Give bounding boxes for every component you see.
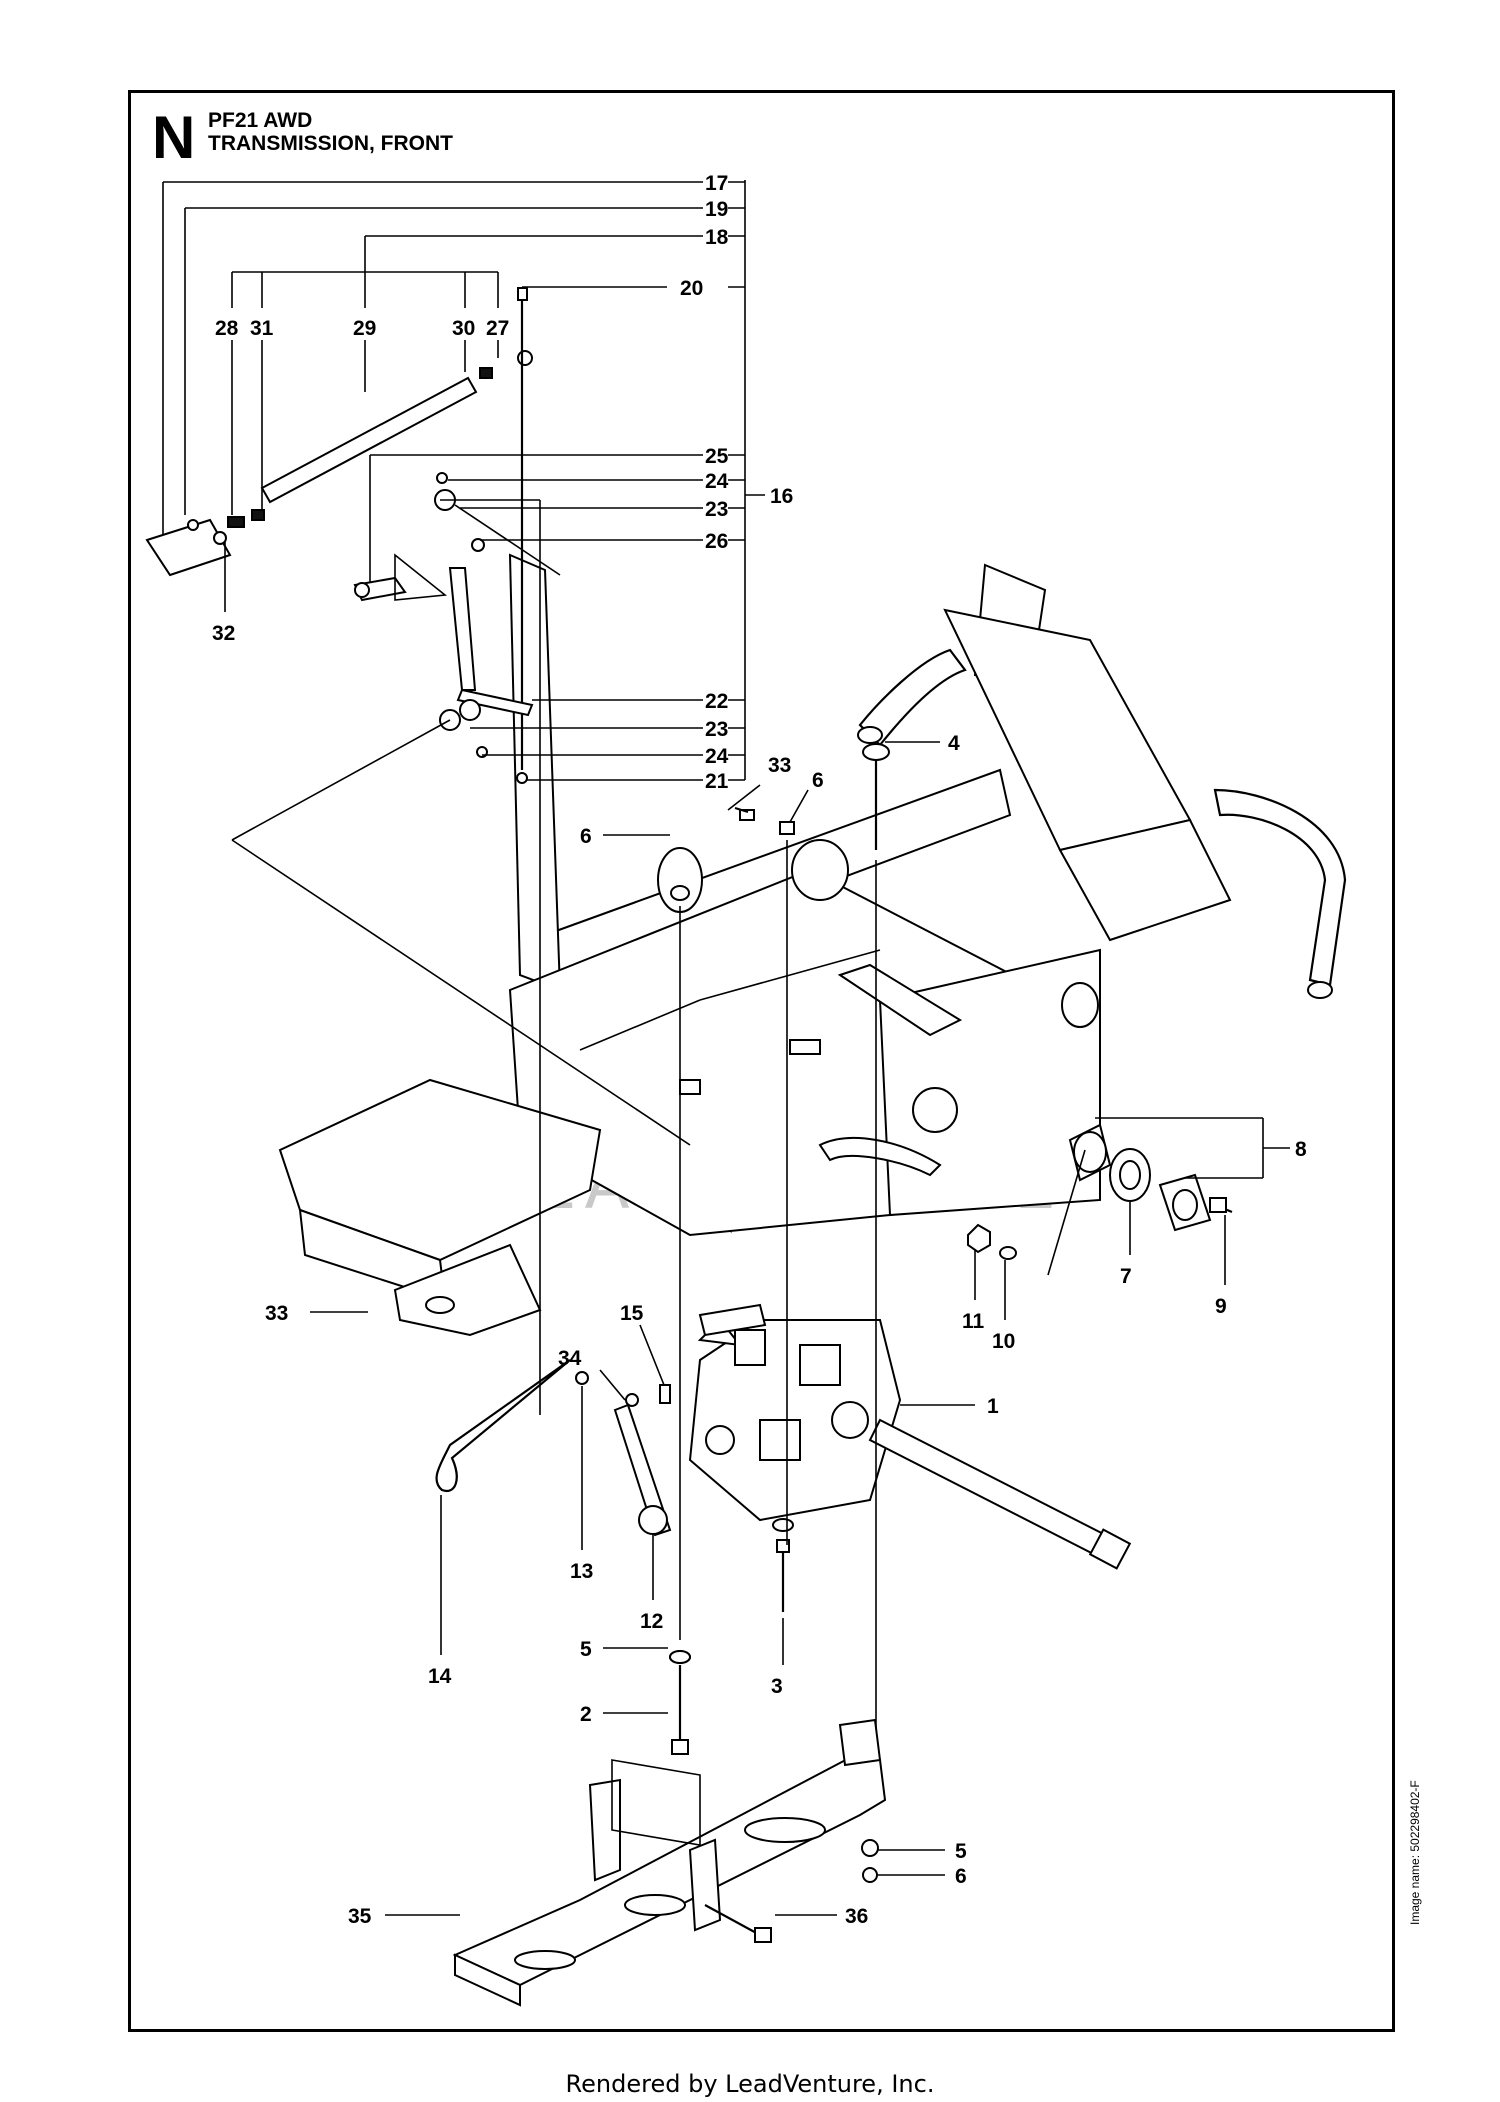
callout-15: 15 — [620, 1302, 644, 1325]
callout-18: 18 — [705, 226, 729, 249]
leader-lines — [162, 180, 1290, 1916]
callout-3: 3 — [771, 1675, 783, 1698]
skid-plate — [452, 1718, 887, 2007]
callout-16: 16 — [770, 485, 793, 508]
callout-5-right: 5 — [955, 1840, 967, 1863]
callout-7: 7 — [1120, 1265, 1132, 1288]
callout-14: 14 — [428, 1665, 452, 1688]
callout-6-bottom: 6 — [955, 1865, 967, 1888]
callout-11: 11 — [962, 1310, 985, 1333]
callout-labels: 17 19 18 20 28 31 29 30 27 25 24 23 26 1… — [212, 172, 1307, 1928]
callout-35: 35 — [348, 1905, 372, 1928]
callout-10: 10 — [992, 1330, 1015, 1353]
callout-2: 2 — [580, 1703, 592, 1726]
callout-24-bottom: 24 — [705, 745, 729, 768]
callout-1: 1 — [987, 1395, 999, 1418]
callout-26: 26 — [705, 530, 728, 553]
mounting-bolts — [669, 743, 890, 1883]
callout-28: 28 — [215, 317, 239, 340]
callout-9: 9 — [1215, 1295, 1227, 1318]
callout-17: 17 — [705, 172, 728, 195]
callout-23-top: 23 — [705, 498, 728, 521]
callout-32: 32 — [212, 622, 235, 645]
callout-6-top: 6 — [812, 769, 824, 792]
callout-4: 4 — [948, 732, 960, 755]
callout-24-top: 24 — [705, 470, 729, 493]
callout-34: 34 — [558, 1347, 582, 1370]
callout-6-left: 6 — [580, 825, 592, 848]
callout-36: 36 — [845, 1905, 868, 1928]
frame-handle-bars — [857, 648, 1347, 999]
diagram-model: PF21 AWD — [208, 109, 313, 132]
callout-5-left: 5 — [580, 1638, 592, 1661]
front-shaft-assembly — [818, 963, 963, 1177]
diagram-title: TRANSMISSION, FRONT — [208, 132, 453, 155]
callout-29: 29 — [353, 317, 376, 340]
callout-33-top: 33 — [768, 754, 791, 777]
section-letter: N — [152, 104, 196, 171]
callout-23-bottom: 23 — [705, 718, 728, 741]
diagram-frame — [128, 90, 1395, 2032]
callout-8: 8 — [1295, 1138, 1307, 1161]
callout-12: 12 — [640, 1610, 663, 1633]
transmission-unit — [435, 1303, 1132, 1612]
footer-credit: Rendered by LeadVenture, Inc. — [565, 2070, 935, 2098]
chassis-frame — [278, 553, 1232, 1337]
callout-25: 25 — [705, 445, 729, 468]
callout-19: 19 — [705, 198, 728, 221]
callout-30: 30 — [452, 317, 475, 340]
callout-13: 13 — [570, 1560, 593, 1583]
callout-22: 22 — [705, 690, 728, 713]
linkage-assembly — [145, 287, 691, 1415]
callout-20: 20 — [680, 277, 703, 300]
callout-31: 31 — [250, 317, 274, 340]
callout-27: 27 — [486, 317, 509, 340]
callout-33-bottom: 33 — [265, 1302, 288, 1325]
callout-21: 21 — [705, 770, 729, 793]
bearing-assembly — [967, 1123, 1233, 1276]
